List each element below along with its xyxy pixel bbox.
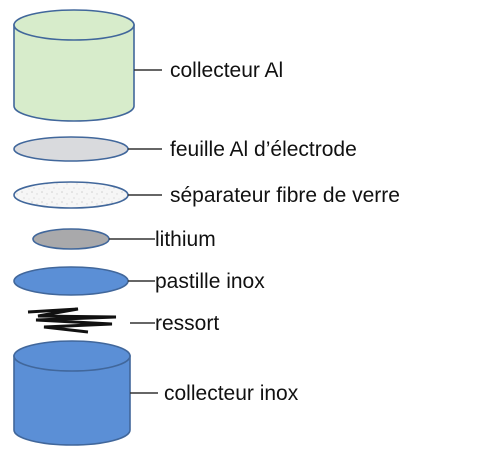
- label-electrode-foil: feuille Al d’électrode: [170, 138, 357, 161]
- lithium-disc: [32, 228, 110, 250]
- label-spring: ressort: [155, 312, 219, 335]
- aluminum-collector-top: [13, 9, 135, 41]
- separator-disc: [13, 181, 129, 209]
- stainless-collector: [13, 340, 131, 446]
- label-lithium: lithium: [155, 228, 216, 251]
- aluminum-collector-body: [13, 24, 135, 122]
- stainless-collector-body: [13, 355, 131, 446]
- electrode-foil-disc: [13, 136, 129, 162]
- label-collector-al: collecteur Al: [170, 59, 283, 82]
- label-collector-stainless: collecteur inox: [164, 382, 299, 405]
- aluminum-collector: [13, 9, 135, 122]
- label-separator: séparateur fibre de verre: [170, 184, 400, 207]
- spring-icon: [27, 307, 117, 334]
- label-spacer-disc: pastille inox: [155, 270, 265, 293]
- spacer-disc: [13, 266, 129, 296]
- stainless-collector-top: [13, 340, 131, 372]
